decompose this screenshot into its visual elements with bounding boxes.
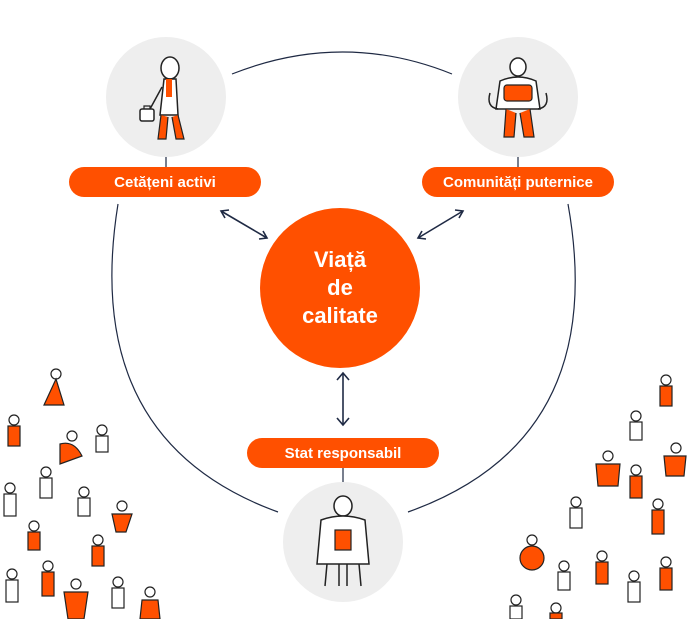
arrow-communities-center <box>416 209 465 240</box>
state-pill: Stat responsabil <box>247 438 439 468</box>
official-holding-document-icon <box>283 482 403 602</box>
citizen-with-suitcase-icon <box>106 37 226 157</box>
center-line-2: de <box>327 275 353 300</box>
top-ring-arc <box>231 51 453 75</box>
crowd-illustration-right <box>509 374 687 619</box>
center-line-1: Viață <box>313 247 367 272</box>
center-circle: Viață de calitate <box>260 208 420 368</box>
citizens-label: Cetățeni activi <box>114 173 216 191</box>
left-ring-arc <box>111 203 279 513</box>
arrow-citizens-center <box>219 209 269 240</box>
center-line-3: calitate <box>302 303 378 328</box>
crowd-illustration-left <box>3 368 161 619</box>
communities-pill: Comunități puternice <box>422 167 614 197</box>
arrow-state-center <box>336 371 350 427</box>
citizens-pill: Cetățeni activi <box>69 167 261 197</box>
person-carrying-basket-icon <box>458 37 578 157</box>
communities-label: Comunități puternice <box>442 173 593 191</box>
state-label: Stat responsabil <box>284 444 402 462</box>
right-ring-arc <box>407 203 576 513</box>
